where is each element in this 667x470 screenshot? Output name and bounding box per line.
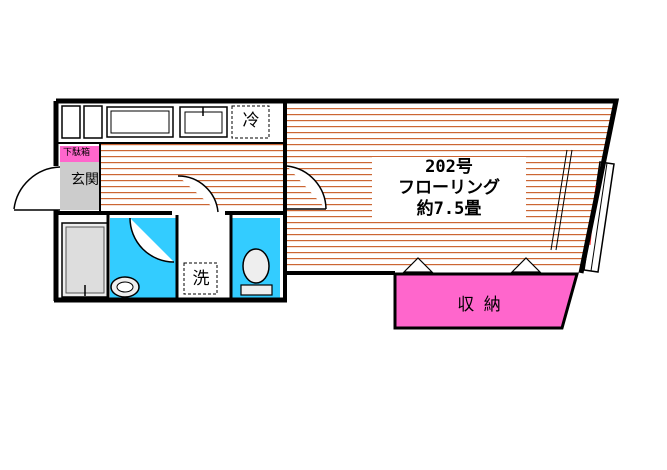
bathtub-inner xyxy=(65,226,105,294)
fridge-space xyxy=(231,105,270,139)
laundry-label: 洗 xyxy=(192,269,210,289)
window-rail-2 xyxy=(550,149,568,251)
fridge-label: 冷 xyxy=(242,111,260,131)
stove-inner xyxy=(110,110,170,134)
kitchen-corridor-floor xyxy=(100,142,285,210)
storage-label: 収 納 xyxy=(457,295,503,315)
laundry-door xyxy=(177,175,219,213)
entrance-label: 玄関 xyxy=(71,172,99,188)
toilet-bowl xyxy=(242,248,270,284)
room-size: 約7.5畳 xyxy=(416,199,482,219)
washer-space xyxy=(183,262,218,295)
closet-door-left xyxy=(402,257,434,273)
kitchen-cabinet-middle xyxy=(83,105,103,139)
room-label: 202号 フローリング 約7.5畳 xyxy=(372,157,526,220)
kitchen-cabinet-left xyxy=(61,105,81,139)
washbasin-bowl xyxy=(116,281,134,293)
room-door xyxy=(286,165,327,210)
walls xyxy=(53,98,620,303)
closet-door-right xyxy=(510,257,542,273)
toilet-tank xyxy=(240,284,273,296)
storage-closet xyxy=(393,272,579,330)
room-number: 202号 xyxy=(425,157,473,177)
entrance-floor xyxy=(60,162,100,210)
shoe-box-label: 下駄箱 xyxy=(62,148,92,159)
room-type: フローリング xyxy=(398,178,500,198)
window-line xyxy=(590,162,608,272)
window-rail xyxy=(555,149,573,251)
bathroom-door xyxy=(129,217,175,263)
entrance-door xyxy=(13,166,61,210)
